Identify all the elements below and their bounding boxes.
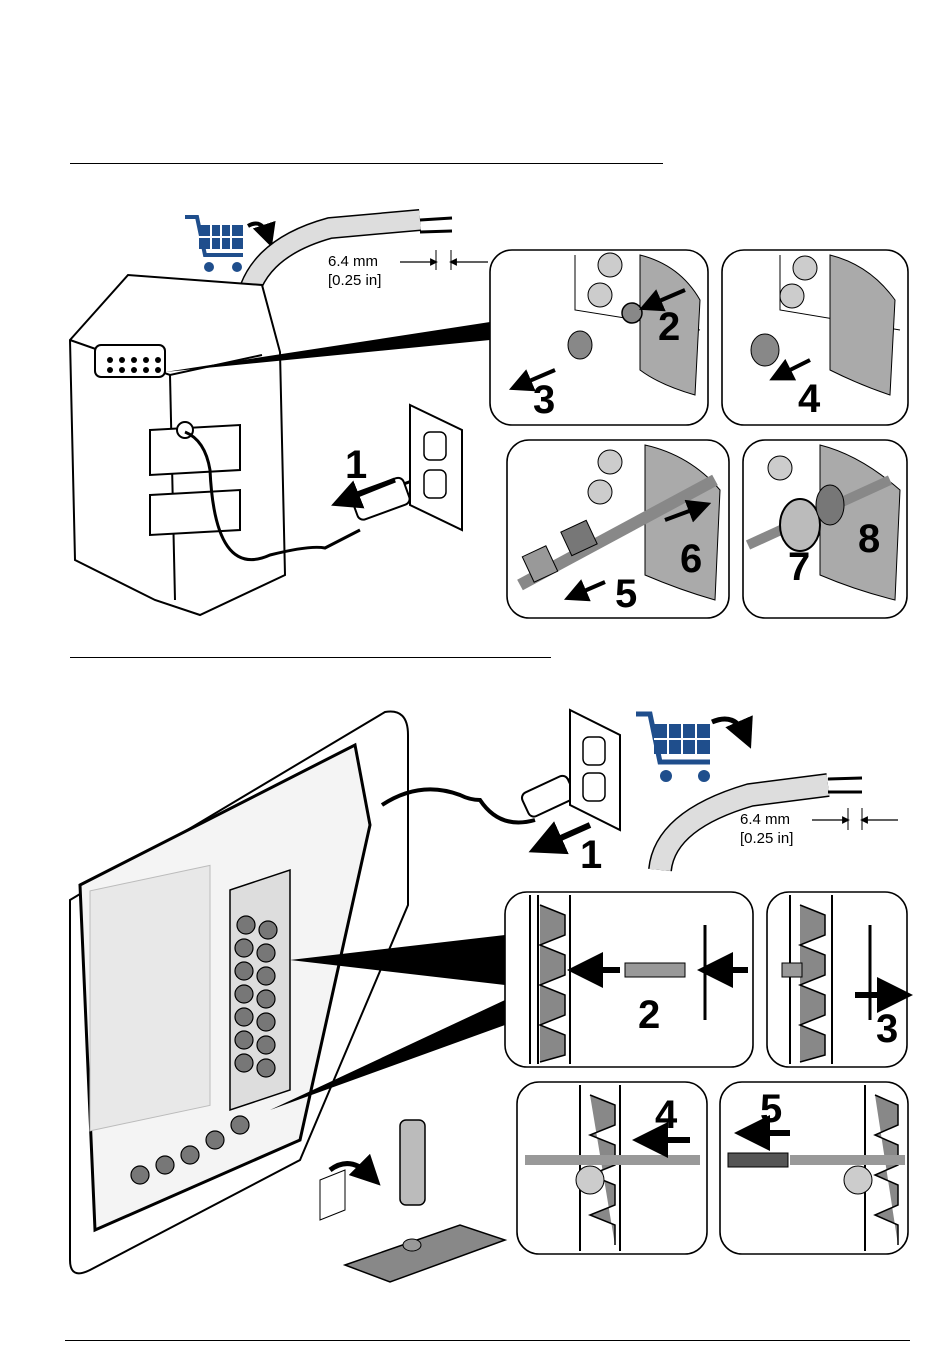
sealing-plug-drawing <box>320 1120 505 1282</box>
step-3-label: 3 <box>876 1007 898 1051</box>
curved-arrow-icon <box>712 719 745 735</box>
detail-panel-4 <box>517 1082 707 1254</box>
wall-outlet-icon <box>410 405 462 530</box>
step-3-label: 3 <box>533 378 555 422</box>
step-1-label: 1 <box>580 833 602 877</box>
step-8-label: 8 <box>858 517 880 561</box>
dimension-in-label: [0.25 in] <box>740 830 793 847</box>
step-6-label: 6 <box>680 537 702 581</box>
controller-enclosure-drawing <box>70 275 285 615</box>
step-2-label: 2 <box>658 305 680 349</box>
figure1-illustration: 6.4 mm [0.25 in] 1 <box>0 0 950 660</box>
step-4-label: 4 <box>798 377 821 421</box>
figure2-illustration: 1 6.4 mm [0.25 in] 2 <box>0 660 950 1340</box>
step-1-label: 1 <box>345 443 367 487</box>
step-7-label: 7 <box>788 545 810 589</box>
wall-outlet-icon <box>570 710 620 830</box>
dimension-in-label: [0.25 in] <box>328 272 381 289</box>
shopping-cart-icon <box>185 217 243 272</box>
detail-panel-7-8 <box>743 440 907 618</box>
step-4-label: 4 <box>655 1093 678 1137</box>
detail-panel-5 <box>720 1082 908 1254</box>
dimension-mm-label: 6.4 mm <box>740 811 790 828</box>
footer-rule <box>65 1340 910 1341</box>
dimension-mm-label: 6.4 mm <box>328 253 378 270</box>
step-2-label: 2 <box>638 993 660 1037</box>
shopping-cart-icon <box>636 714 710 782</box>
step-5-label: 5 <box>615 572 637 616</box>
step-5-label: 5 <box>760 1087 782 1131</box>
curved-arrow-icon <box>248 224 268 236</box>
detail-panel-2 <box>505 892 753 1067</box>
